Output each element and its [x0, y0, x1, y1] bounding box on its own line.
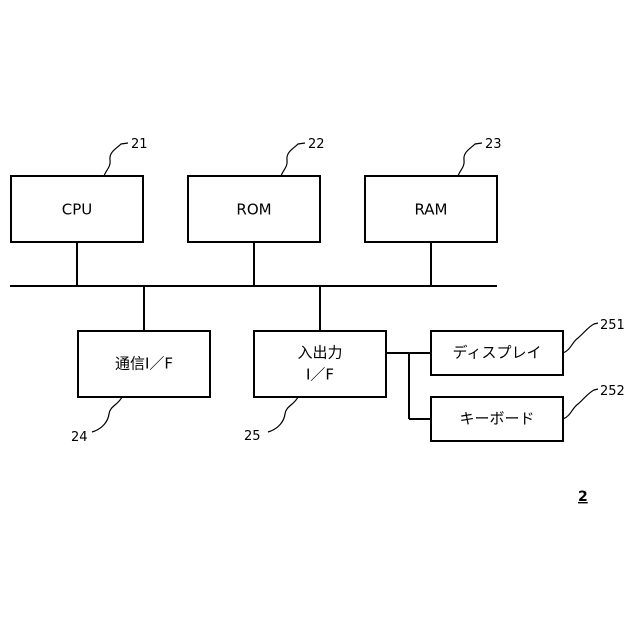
display-label: ディスプレイ — [453, 344, 542, 362]
keyboard-ref-leader — [563, 389, 598, 419]
ram-label: RAM — [414, 201, 447, 219]
comm-if-ref-leader — [92, 397, 122, 432]
ram-ref-numeral: 23 — [485, 137, 502, 152]
cpu-label: CPU — [62, 201, 93, 219]
keyboard-label: キーボード — [459, 410, 534, 428]
display-ref-leader — [563, 323, 598, 353]
figure-ref-numeral: 2 — [578, 489, 588, 505]
ram-ref-leader — [458, 143, 482, 176]
io-if-label-line1: 入出力 — [297, 344, 342, 362]
io-if-ref-numeral: 25 — [244, 429, 261, 444]
io-if-block — [254, 331, 386, 397]
cpu-ref-numeral: 21 — [131, 137, 148, 152]
io-if-label-line2: I／F — [306, 366, 334, 384]
keyboard-ref-numeral: 252 — [600, 384, 625, 399]
comm-if-label: 通信I／F — [115, 355, 173, 373]
rom-label: ROM — [236, 201, 271, 219]
rom-ref-leader — [281, 143, 305, 176]
comm-if-ref-numeral: 24 — [71, 430, 88, 445]
rom-ref-numeral: 22 — [308, 137, 325, 152]
cpu-ref-leader — [104, 143, 128, 176]
io-if-ref-leader — [268, 397, 298, 432]
display-ref-numeral: 251 — [600, 318, 625, 333]
